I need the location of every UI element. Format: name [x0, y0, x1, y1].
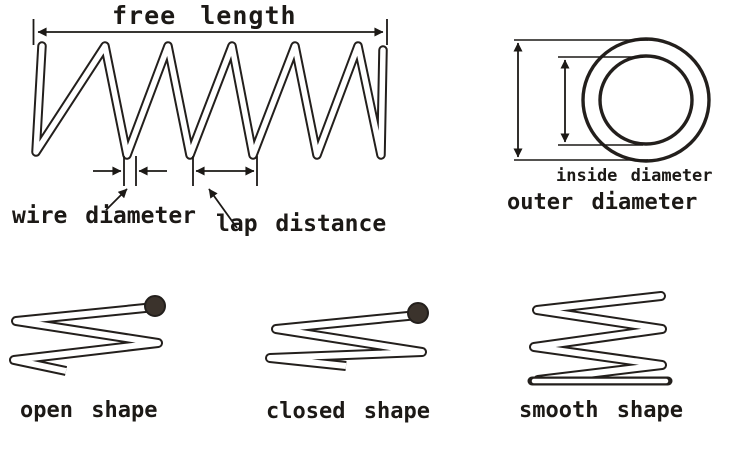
inside-diameter-dimension [558, 56, 643, 146]
wire-end-cross-section [407, 302, 429, 324]
wire-diameter-dimension [93, 156, 167, 211]
open-shape-spring-drawing [9, 295, 166, 376]
open-shape-label: open shape [20, 398, 158, 423]
lap-distance-label: lap distance [216, 211, 387, 237]
outer-diameter-label: outer diameter [507, 190, 698, 215]
free-length-label: free length [112, 1, 297, 30]
ring-cross-section-drawing [581, 37, 711, 163]
spring-side-view-drawing [31, 41, 388, 160]
closed-shape-label: closed shape [266, 399, 430, 424]
closed-shape-spring-drawing [265, 302, 429, 371]
inside-diameter-label: inside diameter [556, 166, 713, 186]
outer-diameter-dimension [513, 39, 648, 161]
wire-end-cross-section [144, 295, 166, 317]
smooth-shape-label: smooth shape [519, 398, 683, 423]
free-length-dimension [32, 19, 388, 45]
lap-distance-dimension [192, 156, 258, 229]
wire-diameter-label: wire diameter [12, 203, 197, 229]
smooth-shape-spring-drawing [527, 291, 673, 386]
